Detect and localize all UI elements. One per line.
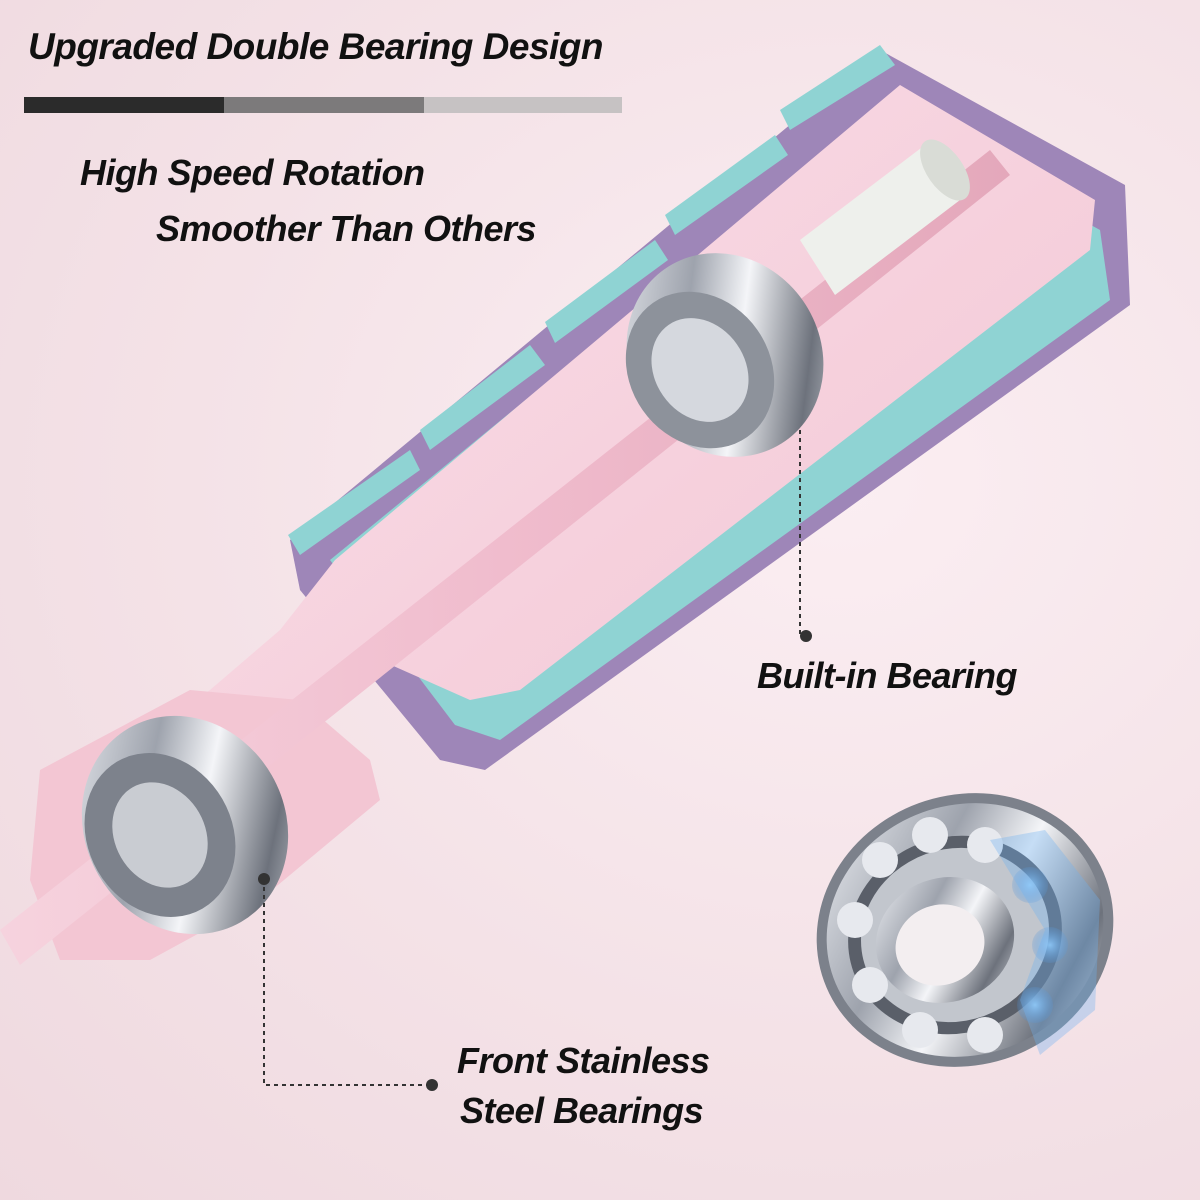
callout-built-in-bearing: Built-in Bearing (757, 655, 1018, 696)
built-in-bearing (625, 253, 824, 457)
front-steel-bearing (81, 715, 289, 935)
bearing-detail (816, 793, 1114, 1067)
divider-bar-mid (224, 97, 424, 113)
feature-high-speed: High Speed Rotation (80, 152, 425, 193)
callout-steel-bearings: Steel Bearings (460, 1090, 704, 1131)
headline: Upgraded Double Bearing Design (28, 26, 604, 67)
spacer-cylinder (800, 139, 970, 295)
callout-front-stainless: Front Stainless (457, 1040, 710, 1081)
divider-bar-dark (24, 97, 224, 113)
divider-bar-light (424, 97, 622, 113)
callout-front-leader (258, 873, 438, 1091)
feature-smoother: Smoother Than Others (156, 208, 537, 249)
callout-built-in-leader (799, 430, 812, 642)
